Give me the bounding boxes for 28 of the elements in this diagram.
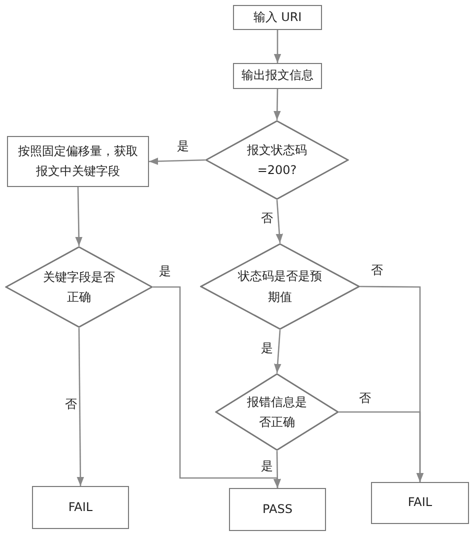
process-box: 输出报文信息 [233,63,322,89]
process-box: FAIL [32,486,129,529]
edge-label: 是 [176,140,190,154]
arrow [274,451,282,488]
edge-label: 否 [260,212,274,226]
edge-label: 否 [358,392,372,406]
process-box: PASS [229,488,326,531]
arrow [274,88,281,120]
arrow [339,411,424,482]
arrow [274,330,282,374]
decision-diamond: 报错信息是否正确 [215,373,339,451]
edge-label: 否 [370,264,384,278]
process-box: FAIL [371,482,469,524]
edge-label: 是 [158,265,172,278]
arrow [148,158,206,165]
edge-label: 是 [260,460,274,474]
arrow [75,186,82,246]
process-box: 输入 URI [233,5,322,30]
arrow [274,30,282,63]
arrow [153,286,281,488]
edge-label: 否 [64,398,78,412]
arrow [276,200,283,244]
edge-label: 是 [260,342,274,356]
process-box: 按照固定偏移量，获取报文中关键字段 [7,136,149,187]
decision-diamond: 报文状态码=200? [205,120,349,200]
decision-diamond: 状态码是否是预期值 [200,243,360,330]
arrow [76,328,84,486]
decision-diamond: 关键字段是否正确 [5,246,153,328]
